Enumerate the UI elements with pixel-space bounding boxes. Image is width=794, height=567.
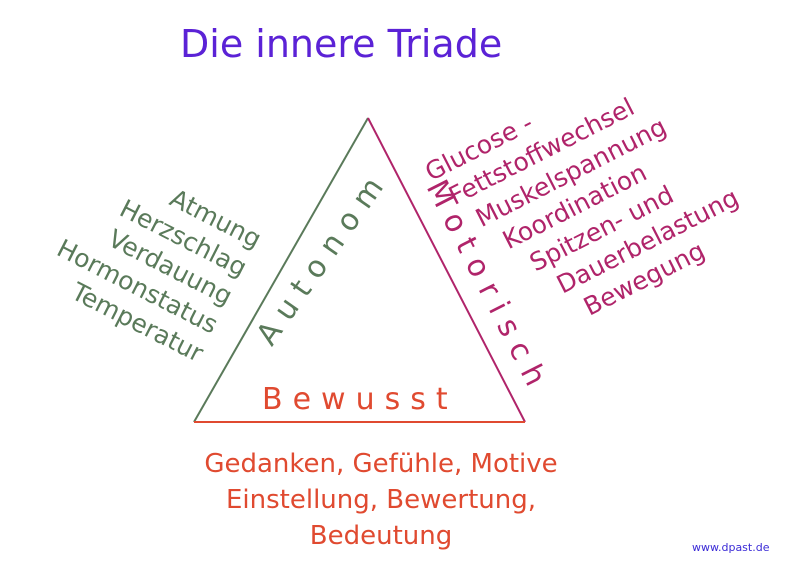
triangle-left-side	[193, 117, 369, 423]
footer-url[interactable]: www.dpast.de	[692, 541, 770, 554]
list-item: Gedanken, Gefühle, Motive	[204, 449, 558, 479]
list-item: Einstellung, Bewertung,	[225, 485, 536, 515]
bewusst-items-list: Gedanken, Gefühle, Motive Einstellung, B…	[196, 446, 566, 554]
list-item: Bedeutung	[309, 521, 453, 551]
triangle-right-side	[367, 117, 526, 423]
bewusst-side-label: Bewusst	[262, 382, 458, 417]
diagram-title: Die innere Triade	[180, 22, 503, 66]
